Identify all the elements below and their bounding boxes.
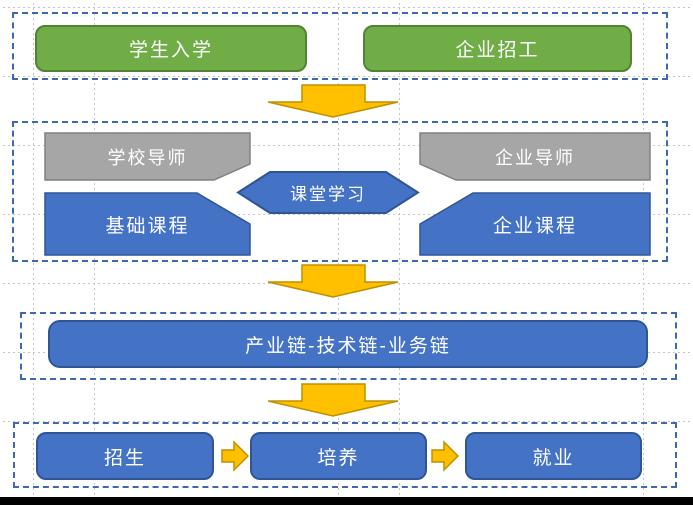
node-student-enrollment: 学生入学 [35,25,307,72]
section-frame-enrollment [12,12,668,80]
section-frame-chains [20,312,677,380]
node-employment: 就业 [465,432,642,480]
bottom-edge-bar [0,497,693,505]
section-frame-learning [12,121,668,262]
node-recruit-students: 招生 [36,432,214,480]
node-industry-technology-business-chain: 产业链-技术链-业务链 [48,320,648,368]
node-enterprise-recruitment: 企业招工 [363,25,632,72]
node-cultivate: 培养 [250,432,427,480]
section-frame-pipeline [13,422,677,488]
